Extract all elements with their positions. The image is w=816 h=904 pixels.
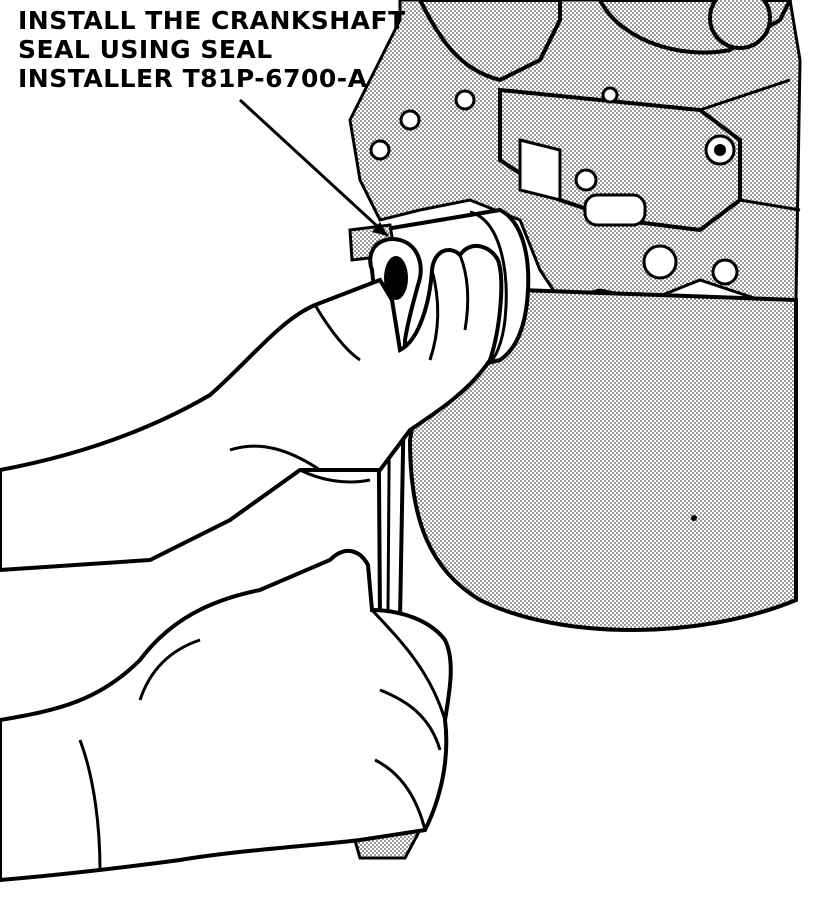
engine-block bbox=[348, 0, 802, 302]
callout-leader-line bbox=[238, 98, 390, 238]
lower-hand bbox=[0, 549, 453, 883]
callout-label: INSTALL THE CRANKSHAFT SEAL USING SEAL I… bbox=[18, 6, 406, 93]
oil-pan bbox=[407, 287, 798, 632]
upper-hand bbox=[0, 244, 504, 573]
callout-line-2: SEAL USING SEAL bbox=[18, 35, 273, 64]
callout-line-1: INSTALL THE CRANKSHAFT bbox=[18, 6, 406, 35]
callout-line-3: INSTALLER T81P-6700-A bbox=[18, 64, 368, 93]
